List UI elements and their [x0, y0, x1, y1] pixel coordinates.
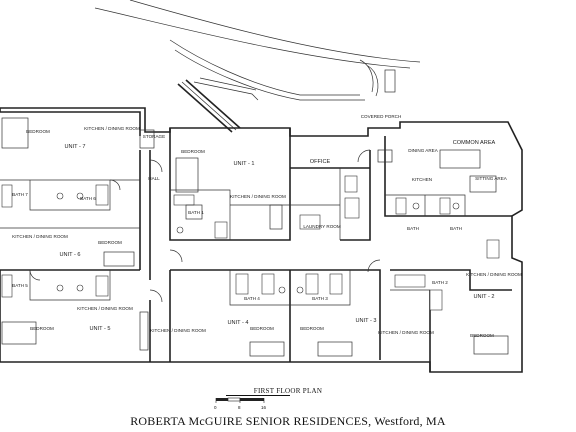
- unit3-bath-label: BATH 3: [312, 296, 328, 301]
- unit7-kitchen-label: KITCHEN / DINING ROOM: [84, 126, 140, 131]
- hall-label: HALL: [148, 176, 160, 181]
- unit1-bedroom-label: BEDROOM: [181, 149, 205, 154]
- unit3-name-label: UNIT - 3: [355, 318, 376, 324]
- dining-area-label: DINING AREA: [408, 148, 439, 153]
- scale-mark-8: 8: [238, 405, 241, 410]
- project-title: ROBERTA McGUIRE SENIOR RESIDENCES, Westf…: [130, 414, 446, 428]
- common-kitchen-label: KITCHEN: [412, 177, 432, 182]
- unit2-kitchen-label: KITCHEN / DINING ROOM: [466, 272, 522, 277]
- office-label: OFFICE: [310, 159, 331, 165]
- storage-label: STORAGE: [143, 134, 165, 139]
- unit7-bath-label: BATH 7: [12, 192, 28, 197]
- unit1-kitchen-label: KITCHEN / DINING ROOM: [230, 194, 286, 199]
- plan-title-underline: [226, 395, 290, 396]
- unit4-kitchen-label: KITCHEN / DINING ROOM: [150, 328, 206, 333]
- interior-partitions: [0, 168, 466, 306]
- unit5-name-label: UNIT - 5: [89, 326, 110, 332]
- unit7-name-label: UNIT - 7: [64, 144, 85, 150]
- unit3-kitchen-label: KITCHEN / DINING ROOM: [378, 330, 434, 335]
- unit2-bath-label: BATH 2: [432, 280, 448, 285]
- unit6-name-label: UNIT - 6: [59, 252, 80, 258]
- scale-bar: [215, 397, 265, 403]
- unit1-name-label: UNIT - 1: [233, 161, 254, 167]
- door-swings: [29, 149, 381, 303]
- entry-ramp: [177, 69, 396, 133]
- site-path: [94, 0, 421, 101]
- unit6-bedroom-label: BEDROOM: [98, 240, 122, 245]
- unit5-bedroom-label: BEDROOM: [30, 326, 54, 331]
- unit1-bath-label: BATH 1: [188, 210, 204, 215]
- unit6-kitchen-label: KITCHEN / DINING ROOM: [12, 234, 68, 239]
- unit2-name-label: UNIT - 2: [473, 294, 494, 300]
- furniture: [1, 117, 509, 357]
- scale-mark-16: 16: [261, 405, 267, 410]
- unit4-name-label: UNIT - 4: [227, 320, 248, 326]
- common-bath-a-label: BATH: [407, 226, 419, 231]
- sitting-area-label: SITTING AREA: [475, 176, 508, 181]
- unit5-kitchen-label: KITCHEN / DINING ROOM: [77, 306, 133, 311]
- scale-mark-0: 0: [214, 405, 217, 410]
- unit7-bedroom-label: BEDROOM: [26, 129, 50, 134]
- common-area-label: COMMON AREA: [453, 140, 496, 146]
- unit2-bedroom-label: BEDROOM: [470, 333, 494, 338]
- unit5-bath-label: BATH 5: [12, 283, 28, 288]
- room-labels: BEDROOM KITCHEN / DINING ROOM UNIT - 7 B…: [12, 114, 522, 338]
- common-bath-b-label: BATH: [450, 226, 462, 231]
- covered-porch-label: COVERED PORCH: [361, 114, 402, 119]
- plan-title: FIRST FLOOR PLAN: [253, 387, 323, 395]
- laundry-label: LAUNDRY ROOM: [303, 224, 341, 229]
- unit6-bath-label: BATH 6: [80, 196, 96, 201]
- unit4-bath-label: BATH 4: [244, 296, 260, 301]
- unit4-bedroom-label: BEDROOM: [250, 326, 274, 331]
- unit3-bedroom-label: BEDROOM: [300, 326, 324, 331]
- plumbing-fixtures: [1, 175, 500, 311]
